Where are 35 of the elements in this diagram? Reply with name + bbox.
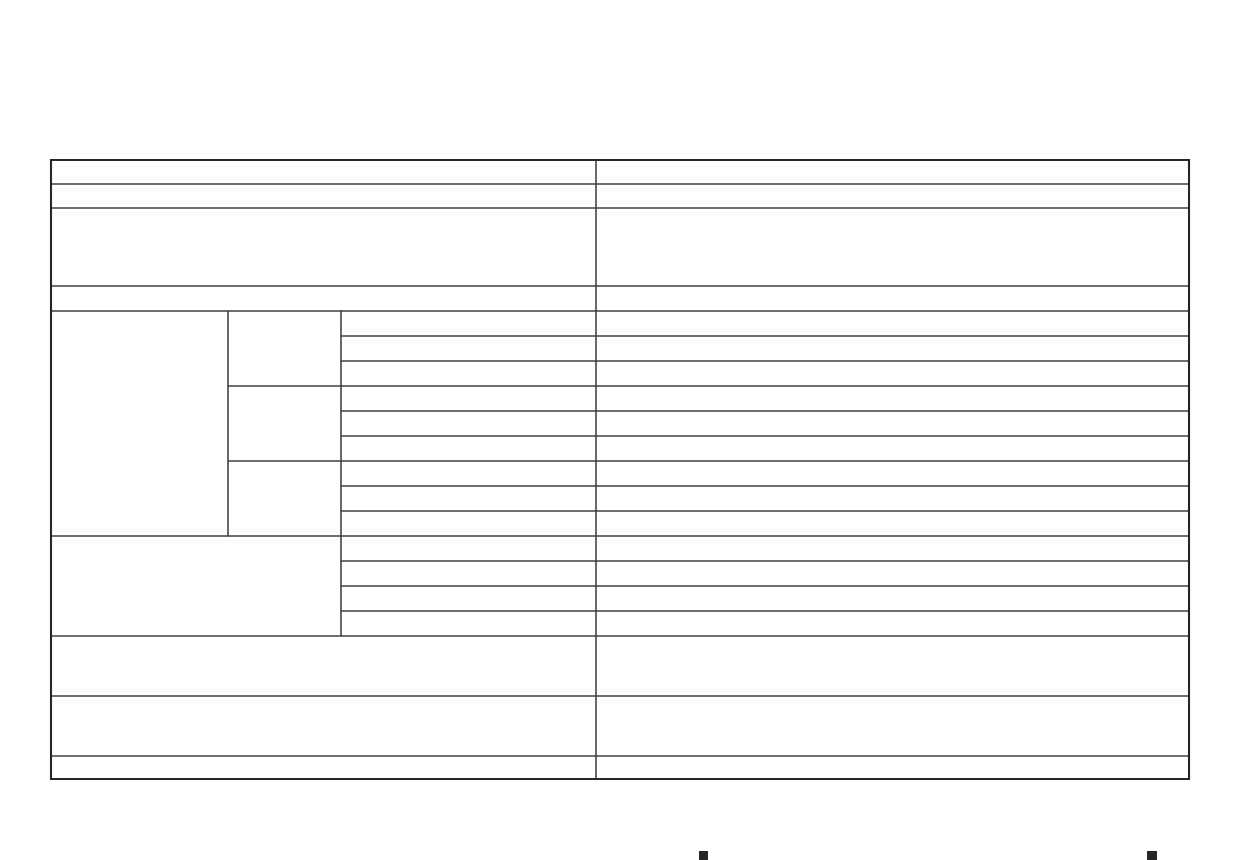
table-cell	[340, 310, 597, 337]
table-cell	[227, 385, 342, 462]
table-cell	[595, 285, 1190, 312]
table-cell	[340, 510, 597, 537]
table-cell	[340, 485, 597, 512]
table-cell	[595, 183, 1190, 209]
table-cell	[340, 335, 597, 362]
table-cell	[227, 310, 342, 387]
table-cell	[595, 535, 1190, 562]
table-cell	[340, 535, 597, 562]
table-cell	[595, 385, 1190, 412]
table-cell	[595, 335, 1190, 362]
table-cell	[595, 460, 1190, 487]
table-cell	[340, 560, 597, 587]
table-cell	[340, 610, 597, 637]
table-cell	[595, 410, 1190, 437]
table-cell	[340, 435, 597, 462]
table-cell	[595, 485, 1190, 512]
table-cell	[595, 560, 1190, 587]
table-cell	[595, 360, 1190, 387]
table-cell	[595, 310, 1190, 337]
table-cell	[340, 410, 597, 437]
table-cell	[595, 635, 1190, 697]
table-cell	[227, 460, 342, 537]
table-cell	[595, 510, 1190, 537]
table-cell	[595, 695, 1190, 757]
table-cell	[595, 435, 1190, 462]
table-cell	[340, 360, 597, 387]
table-cell	[340, 460, 597, 487]
table-cell	[595, 207, 1190, 287]
table-cell	[595, 610, 1190, 637]
table-cell	[595, 585, 1190, 612]
table-cell	[340, 585, 597, 612]
table-cell	[340, 385, 597, 412]
table-cell	[595, 755, 1190, 780]
